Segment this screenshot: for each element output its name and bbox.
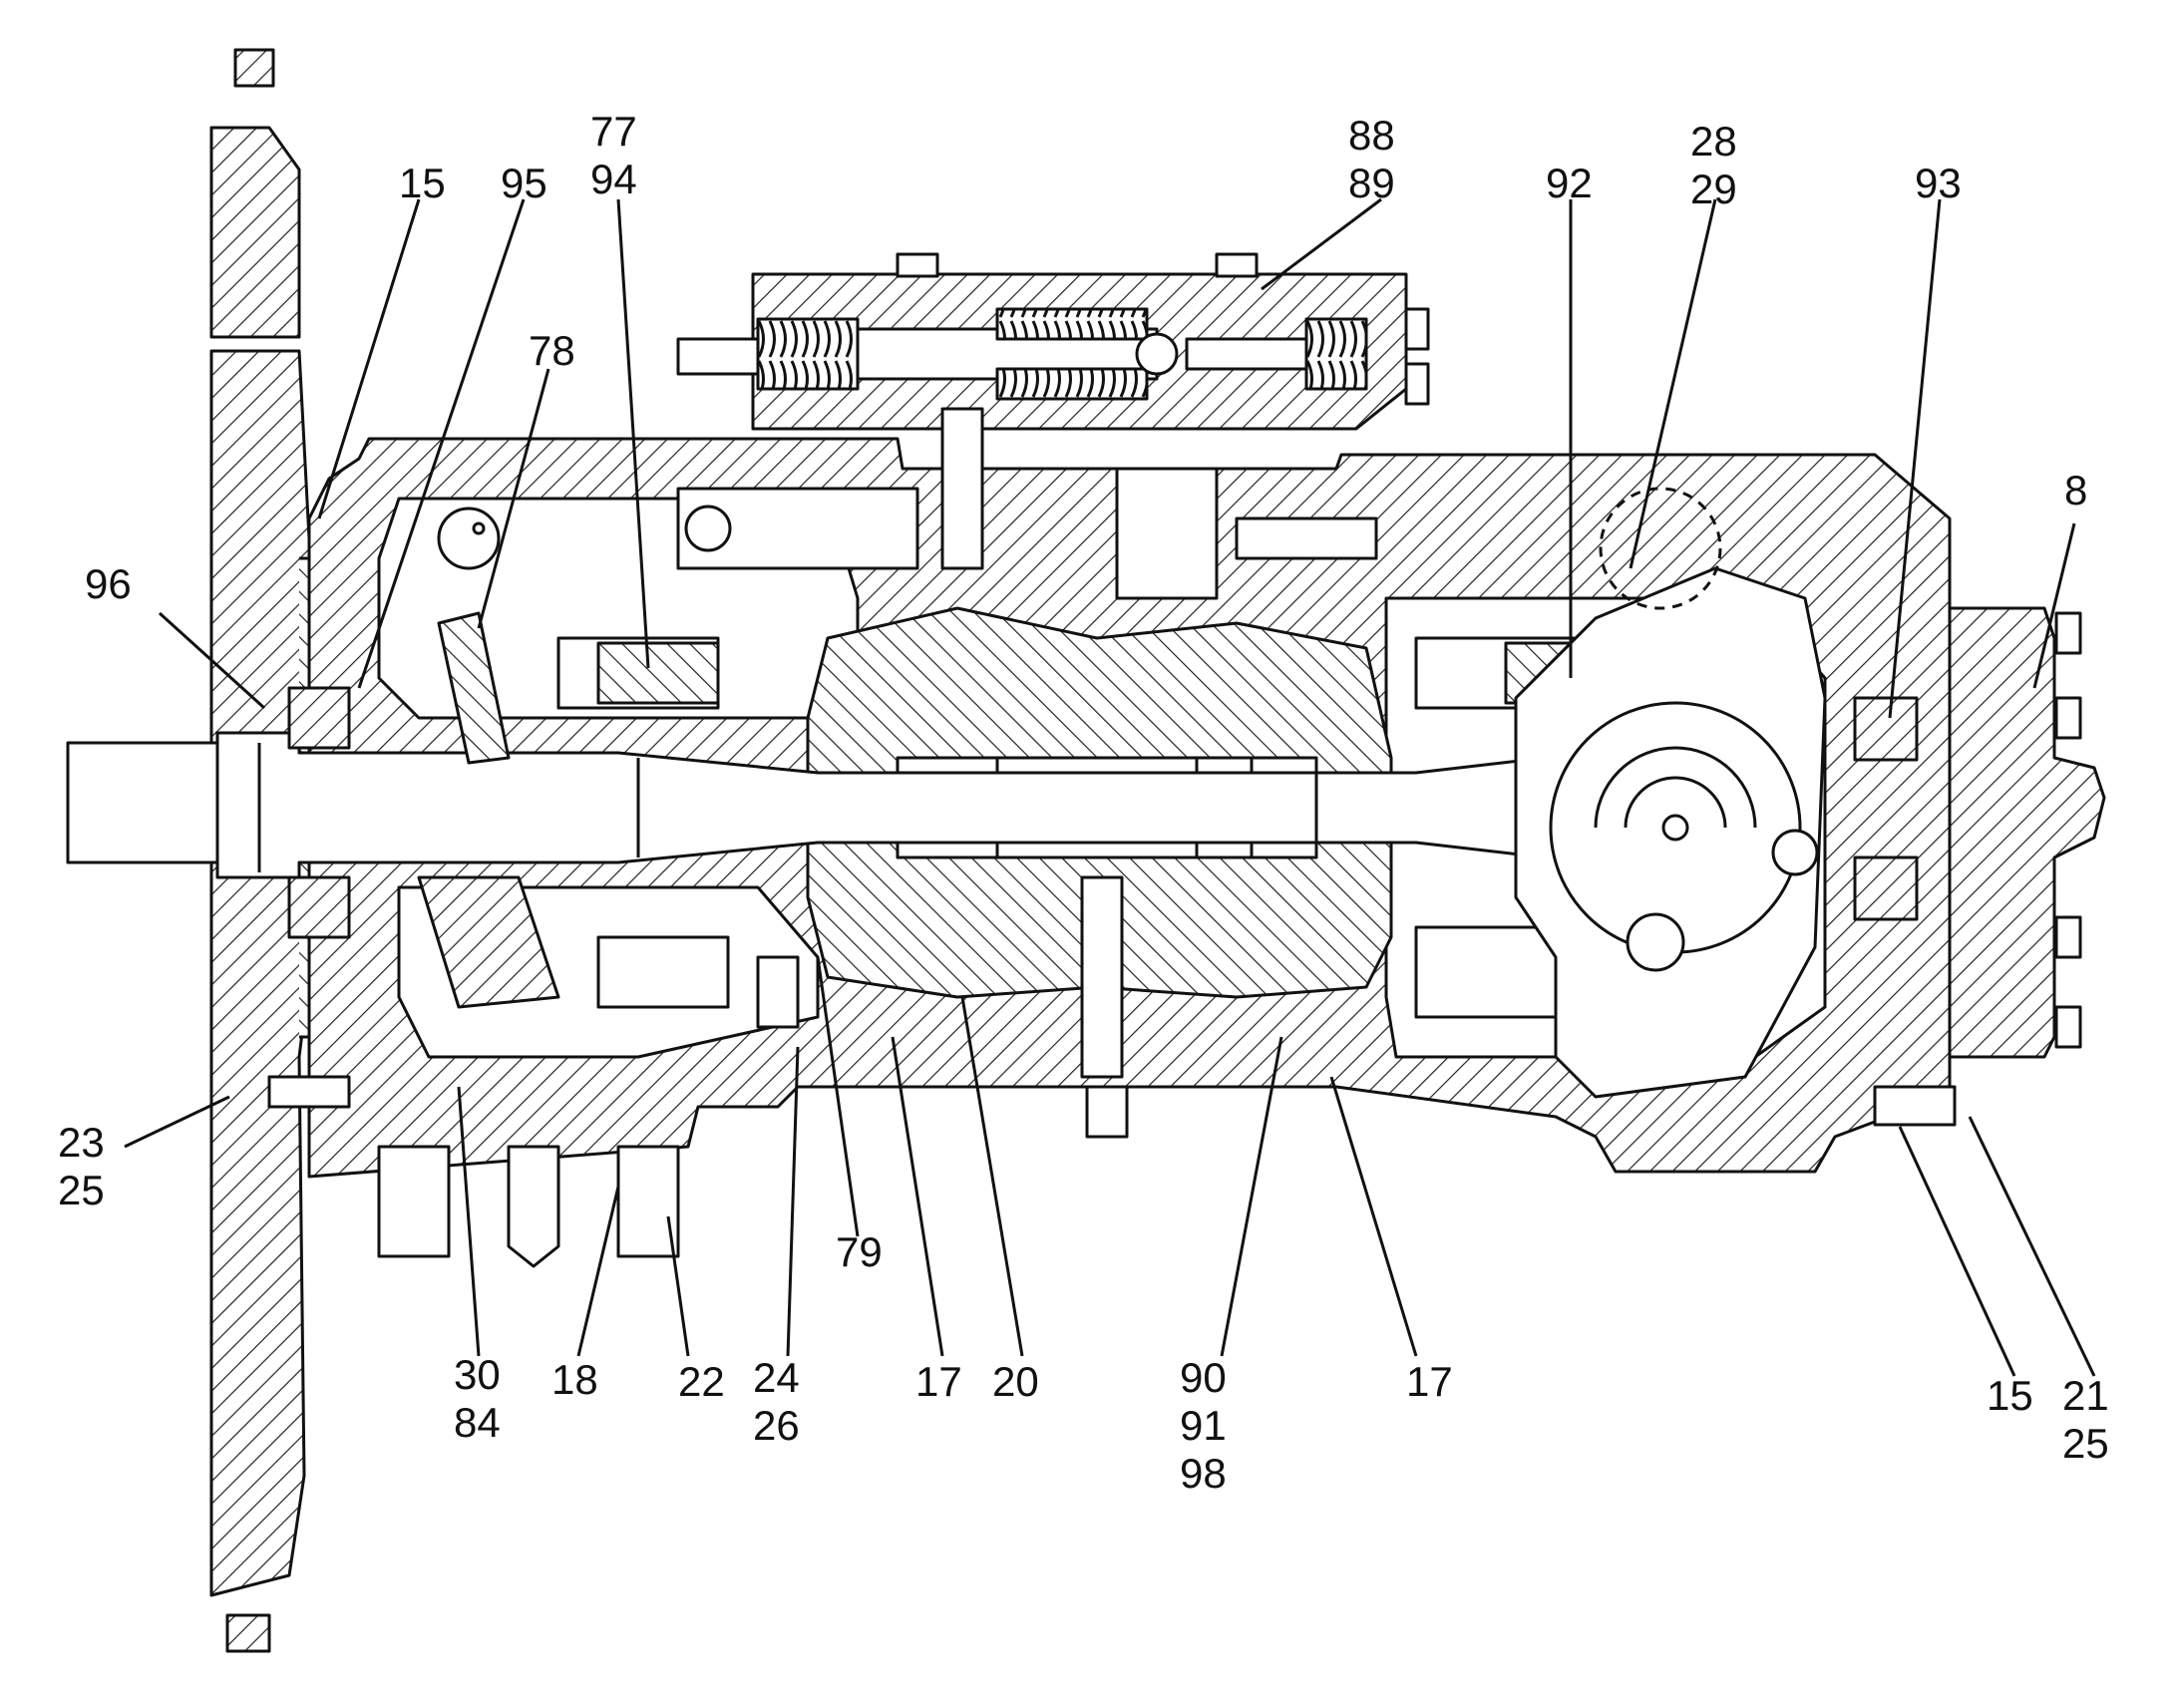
control-valve bbox=[676, 252, 1430, 570]
callout-20: 20 bbox=[992, 1358, 1039, 1405]
callout-28-29: 28 29 bbox=[1690, 118, 1737, 212]
swashplate bbox=[417, 507, 560, 1009]
callout-24-26: 24 26 bbox=[753, 1354, 800, 1449]
callout-79: 79 bbox=[836, 1228, 883, 1275]
callout-88-89: 88 89 bbox=[1348, 112, 1395, 206]
leader-lines bbox=[124, 197, 2096, 1377]
input-shaft bbox=[66, 731, 2046, 879]
rear-end-cap bbox=[1873, 606, 2106, 1127]
callout-15-top: 15 bbox=[399, 160, 446, 206]
callout-92: 92 bbox=[1546, 160, 1593, 206]
callout-22: 22 bbox=[678, 1358, 725, 1405]
callout-78: 78 bbox=[529, 327, 575, 374]
callout-30-84: 30 84 bbox=[454, 1351, 501, 1446]
callout-93: 93 bbox=[1915, 160, 1962, 206]
callout-96: 96 bbox=[85, 560, 132, 607]
callout-8: 8 bbox=[2064, 467, 2088, 513]
callout-18: 18 bbox=[551, 1356, 598, 1403]
callout-17-right: 17 bbox=[1406, 1358, 1453, 1405]
rear-cam-assembly bbox=[1514, 487, 1827, 1099]
callout-95: 95 bbox=[501, 160, 547, 206]
callout-23-25: 23 25 bbox=[58, 1119, 105, 1213]
callout-21-25: 21 25 bbox=[2062, 1372, 2109, 1467]
lower-bolts bbox=[267, 955, 1129, 1268]
callout-77-94: 77 94 bbox=[590, 108, 637, 202]
callout-90-91-98: 90 91 98 bbox=[1180, 1354, 1227, 1497]
callout-17-left: 17 bbox=[915, 1358, 962, 1405]
servo-piston bbox=[676, 467, 1378, 600]
callout-15-bottom: 15 bbox=[1987, 1372, 2033, 1419]
